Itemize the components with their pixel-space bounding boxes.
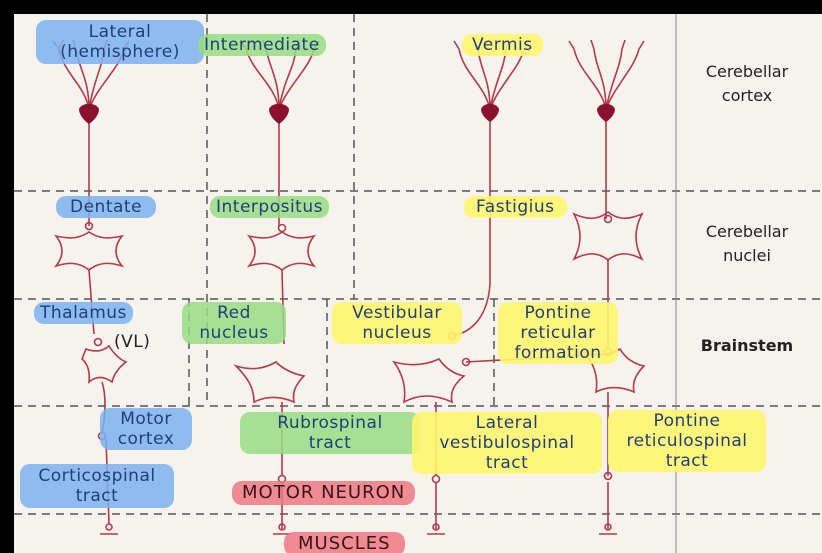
label-line: tract <box>24 486 170 506</box>
label-line: tract <box>612 451 762 471</box>
label-lateral-hemisphere: Lateral (hemisphere) <box>36 20 204 64</box>
label-fastigius: Fastigius <box>464 196 567 218</box>
label-intermediate: Intermediate <box>198 34 326 56</box>
label-vestibular-nucleus: Vestibular nucleus <box>332 302 462 344</box>
label-vl: (VL) <box>114 332 150 352</box>
label-line: Corticospinal <box>24 466 170 486</box>
label-line: tract <box>244 433 416 453</box>
label-interpositus: Interpositus <box>210 196 329 218</box>
label-line: (hemisphere) <box>40 42 200 62</box>
row-label-line: Cerebellar <box>682 60 812 84</box>
label-corticospinal-tract: Corticospinal tract <box>20 464 174 508</box>
label-line: Rubrospinal <box>244 413 416 433</box>
label-line: reticulospinal <box>612 431 762 451</box>
label-red-nucleus: Red nucleus <box>182 302 286 344</box>
label-line: Lateral <box>416 413 598 433</box>
row-label-line: cortex <box>682 84 812 108</box>
row-label-cerebellar-nuclei: Cerebellar nuclei <box>682 220 812 268</box>
label-thalamus: Thalamus <box>34 302 133 324</box>
purkinje-cell-bodies <box>79 104 615 124</box>
label-rubrospinal-tract: Rubrospinal tract <box>240 412 420 454</box>
label-motor-cortex: Motor cortex <box>100 408 192 450</box>
row-label-line: Cerebellar <box>682 220 812 244</box>
label-line: vestibulospinal <box>416 433 598 453</box>
row-label-line: nuclei <box>682 244 812 268</box>
label-muscles: MUSCLES <box>284 532 405 553</box>
row-label-brainstem: Brainstem <box>682 334 812 358</box>
label-line: Pontine <box>612 411 762 431</box>
label-line: tract <box>416 453 598 473</box>
diagram-paper: Cerebellar cortex Cerebellar nuclei Brai… <box>14 14 822 553</box>
label-lateral-vestibulospinal-tract: Lateral vestibulospinal tract <box>412 412 602 474</box>
label-line: nucleus <box>186 323 282 343</box>
label-pontine-reticular-formation: Pontine reticular formation <box>498 302 618 364</box>
label-dentate: Dentate <box>56 196 156 218</box>
label-line: Vestibular <box>336 303 458 323</box>
label-line: reticular <box>502 323 614 343</box>
label-motor-neuron: MOTOR NEURON <box>232 481 415 505</box>
label-line: Pontine <box>502 303 614 323</box>
label-line: Lateral <box>40 22 200 42</box>
row-label-line: Brainstem <box>682 334 812 358</box>
label-line: Motor <box>104 409 188 429</box>
label-line: formation <box>502 343 614 363</box>
label-line: nucleus <box>336 323 458 343</box>
label-line: Red <box>186 303 282 323</box>
row-label-cerebellar-cortex: Cerebellar cortex <box>682 60 812 108</box>
label-pontine-reticulospinal-tract: Pontine reticulospinal tract <box>608 410 766 472</box>
label-line: cortex <box>104 429 188 449</box>
label-vermis: Vermis <box>462 34 543 56</box>
